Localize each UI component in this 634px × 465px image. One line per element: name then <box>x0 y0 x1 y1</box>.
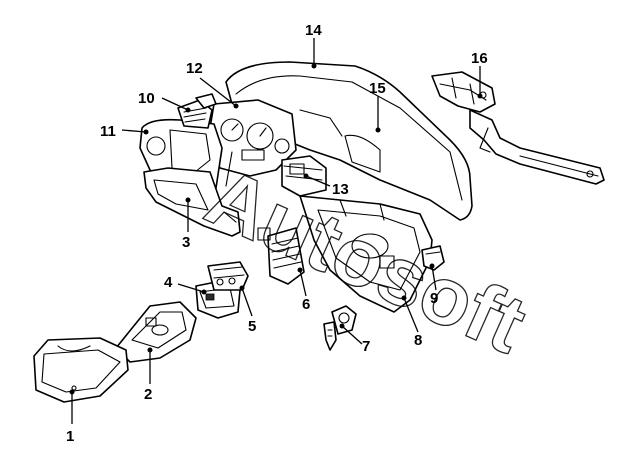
callout-11: 11 <box>100 123 116 140</box>
callout-16: 16 <box>471 50 488 67</box>
part-3-lower-panel <box>143 167 241 237</box>
part-2-console-bracket <box>115 301 197 363</box>
callout-9: 9 <box>430 290 438 307</box>
part-7-ignition-lock <box>323 305 357 351</box>
callout-5: 5 <box>248 318 256 335</box>
leader-lines <box>69 38 483 424</box>
part-5-heater-control <box>207 261 249 291</box>
callout-6: 6 <box>302 296 310 313</box>
callout-12: 12 <box>186 60 203 77</box>
callout-15: 15 <box>369 80 386 97</box>
part-9-bracket <box>421 245 445 271</box>
callout-13: 13 <box>332 181 349 198</box>
part-8-center-console <box>299 195 433 313</box>
callout-4: 4 <box>164 274 173 291</box>
callout-labels: 1 2 3 4 5 6 7 8 9 10 11 12 13 14 15 16 <box>66 22 488 445</box>
callout-7: 7 <box>362 338 370 355</box>
part-1-console-cover <box>33 337 129 403</box>
callout-2: 2 <box>144 386 152 403</box>
callout-14: 14 <box>305 22 322 39</box>
part-6-center-vent-stack <box>257 227 305 285</box>
part-16-steering-support-bracket <box>431 71 605 185</box>
part-15-dashboard-panel <box>225 61 473 221</box>
part-10-air-vent <box>177 93 217 129</box>
callout-8: 8 <box>414 332 422 349</box>
callout-10: 10 <box>138 90 155 107</box>
callout-3: 3 <box>182 234 190 251</box>
callout-1: 1 <box>66 428 74 445</box>
